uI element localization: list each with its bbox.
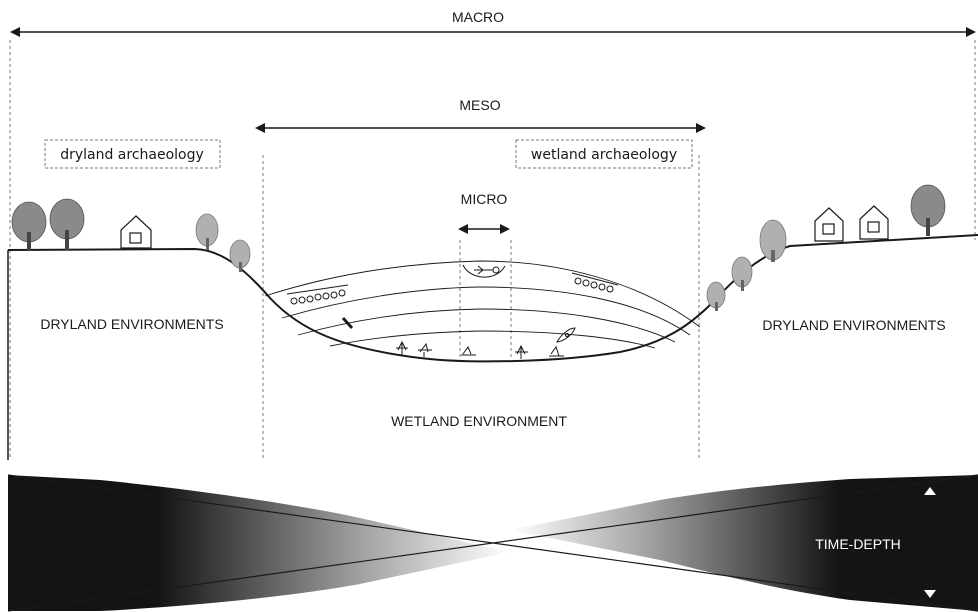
time-depth-band bbox=[7, 474, 978, 612]
paddle-icon bbox=[341, 316, 354, 330]
tree-icon bbox=[229, 239, 251, 272]
up-arrow-icon bbox=[924, 487, 936, 495]
dryland-environments-right-label: DRYLAND ENVIRONMENTS bbox=[762, 317, 945, 333]
tree-icon bbox=[910, 184, 946, 236]
house-icon bbox=[120, 215, 152, 249]
person-icon bbox=[462, 264, 506, 278]
time-depth-label: TIME-DEPTH bbox=[815, 536, 901, 552]
wetland-environment-label: WETLAND ENVIRONMENT bbox=[391, 413, 567, 429]
dryland-archaeology-box bbox=[44, 139, 221, 169]
macro-label: MACRO bbox=[452, 9, 504, 25]
tree-icon bbox=[706, 281, 726, 311]
dryland-archaeology-label: dryland archaeology bbox=[60, 147, 204, 163]
house-icon bbox=[859, 205, 889, 240]
micro-label: MICRO bbox=[461, 191, 508, 207]
meso-label: MESO bbox=[459, 97, 500, 113]
pile-row-icon bbox=[571, 272, 619, 293]
tree-icon bbox=[11, 201, 47, 250]
ground-profile bbox=[7, 234, 978, 363]
sediment-layers bbox=[264, 260, 701, 349]
pile-row-icon bbox=[286, 284, 349, 305]
tree-icon bbox=[195, 213, 219, 250]
down-arrow-icon bbox=[924, 590, 936, 598]
wetland-archaeology-box bbox=[515, 139, 693, 169]
boat-icon bbox=[556, 327, 576, 343]
bird-icon bbox=[396, 340, 564, 359]
dryland-environments-left-label: DRYLAND ENVIRONMENTS bbox=[40, 316, 223, 332]
tree-icon bbox=[731, 256, 753, 291]
wetland-archaeology-label: wetland archaeology bbox=[531, 147, 677, 163]
tree-icon bbox=[49, 198, 85, 250]
house-icon bbox=[814, 207, 844, 242]
tree-icon bbox=[759, 219, 787, 262]
